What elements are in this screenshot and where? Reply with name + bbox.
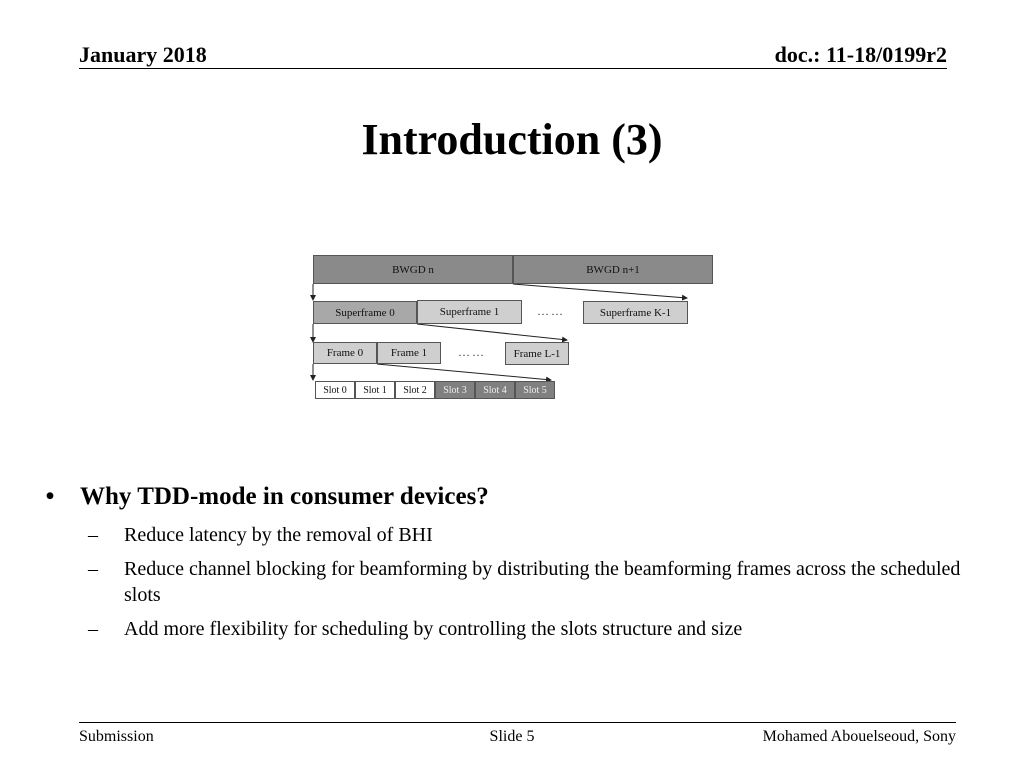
slot-4-box: Slot 4 <box>475 381 515 399</box>
footer-submission: Submission <box>79 728 154 745</box>
superframe-1-box: Superframe 1 <box>417 300 522 324</box>
bullet-main-text: Why TDD-mode in consumer devices? <box>80 483 489 510</box>
sub-bullet-3-text: Add more flexibility for scheduling by c… <box>124 618 743 640</box>
dash-marker: – <box>88 524 98 546</box>
slot-2-box: Slot 2 <box>395 381 435 399</box>
sub-bullet-2-text: Reduce channel blocking for beamforming … <box>124 558 961 606</box>
superframe-ellipsis: …… <box>537 304 565 318</box>
slot-3-box: Slot 3 <box>435 381 475 399</box>
footer-author: Mohamed Abouelseoud, Sony <box>762 728 956 745</box>
header-date: January 2018 <box>79 42 207 67</box>
slot-5-box: Slot 5 <box>515 381 555 399</box>
slot-0-box: Slot 0 <box>315 381 355 399</box>
arrow-bwgd-right <box>512 283 688 301</box>
bullet-marker: • <box>45 483 55 510</box>
bwgd-n-plus-1-box: BWGD n+1 <box>513 255 713 284</box>
frame-0-box: Frame 0 <box>313 342 377 364</box>
diagram-arrows <box>310 283 688 383</box>
footer-rule <box>79 722 956 723</box>
sub-bullet-1-text: Reduce latency by the removal of BHI <box>124 524 433 546</box>
header-rule <box>79 68 947 69</box>
frame-l-minus-1-box: Frame L-1 <box>505 342 569 365</box>
frame-ellipsis: …… <box>458 345 486 359</box>
superframe-k-minus-1-box: Superframe K-1 <box>583 301 688 324</box>
slot-1-box: Slot 1 <box>355 381 395 399</box>
frame-structure-diagram: BWGD n BWGD n+1 Superframe 0 Superframe … <box>305 248 725 408</box>
header-doc-number: doc.: 11-18/0199r2 <box>774 42 947 67</box>
slide-title: Introduction (3) <box>361 115 663 164</box>
arrow-superframe-right <box>416 323 568 343</box>
bullet-list: • Why TDD-mode in consumer devices? – Re… <box>40 480 1000 642</box>
sub-bullet-1: – Reduce latency by the removal of BHI <box>40 522 1000 548</box>
bullet-main: • Why TDD-mode in consumer devices? <box>40 480 1000 514</box>
footer-slide-number: Slide 5 <box>489 728 535 745</box>
arrow-frame-right <box>376 363 552 383</box>
dash-marker: – <box>88 618 98 640</box>
bwgd-n-box: BWGD n <box>313 255 513 284</box>
frame-1-box: Frame 1 <box>377 342 441 364</box>
superframe-0-box: Superframe 0 <box>313 301 417 324</box>
sub-bullet-2: – Reduce channel blocking for beamformin… <box>40 556 1000 608</box>
sub-bullet-3: – Add more flexibility for scheduling by… <box>40 616 1000 642</box>
dash-marker: – <box>88 558 98 580</box>
